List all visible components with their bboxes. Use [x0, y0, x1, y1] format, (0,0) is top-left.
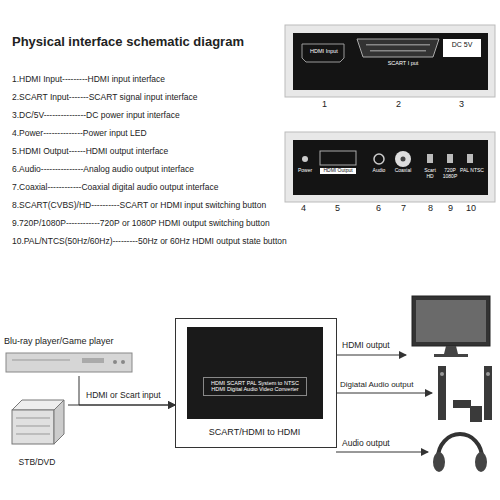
legend-line: 6.Audio---------------Analog audio outpu… [12, 165, 194, 175]
illustration-part [416, 300, 486, 342]
illustration-part [470, 406, 482, 422]
illustration-part [6, 353, 132, 372]
illustration-part [438, 366, 446, 420]
node-text: Power [293, 168, 317, 174]
callout-number: 3 [459, 99, 464, 109]
illustration-part [16, 418, 50, 419]
legend-line: 7.Coaxial------------Coaxial digital aud… [12, 183, 218, 193]
output-arrow [336, 452, 428, 453]
output-arrow [336, 393, 432, 394]
connector-arrow [79, 376, 175, 405]
output-panel [293, 140, 488, 195]
illustration-part [82, 358, 104, 363]
node-text: HDMI Output [320, 168, 356, 174]
legend-line: 4.Power--------------Power input LED [12, 129, 147, 139]
scart-port [357, 39, 439, 57]
edge-label: HDMI or Scart input [86, 391, 161, 401]
callout-number: 7 [401, 203, 406, 213]
legend-line: 2.SCART Input-------SCART signal input i… [12, 93, 198, 103]
callout-number: 9 [448, 203, 453, 213]
output-panel-node: PowerHDMI Output AudioCoaxial Scart HD720P… [293, 140, 488, 195]
node-text: HDMI SCART PAL System to NTSC HDMI Digit… [203, 377, 307, 396]
audio-jack [374, 154, 384, 164]
scart-pins [366, 44, 430, 52]
illustration-part [438, 434, 482, 458]
callout-number: 2 [396, 99, 401, 109]
node-text: SCART/HDMI to HDMI [176, 427, 333, 437]
illustration-part [486, 372, 490, 376]
illustration-part [16, 426, 50, 427]
illustration-part [12, 410, 54, 444]
input-panel [293, 33, 488, 90]
bluray-player [6, 353, 132, 372]
output-label: Audio output [342, 439, 390, 449]
headphones [433, 434, 487, 472]
source-device: Blu-ray player/Game player [4, 336, 154, 376]
illustration-part [54, 400, 64, 444]
power-led [302, 156, 308, 162]
node-text: PAL NTSC [460, 168, 484, 174]
switch-button [447, 154, 453, 163]
coaxial-pin [401, 157, 406, 162]
switch-button [427, 154, 433, 163]
monitor [412, 296, 490, 357]
illustration-part [484, 366, 492, 420]
illustration-part [16, 434, 50, 435]
stb-dvd-device [12, 400, 64, 444]
node-text: DC 5V [443, 41, 481, 49]
node-text: Coaxial [391, 168, 415, 174]
illustration-part [475, 452, 487, 472]
illustration-part [370, 50, 426, 52]
node-text: Audio [369, 168, 389, 174]
callout-number: 6 [376, 203, 381, 213]
node-text: HDMI Input [302, 48, 346, 54]
illustration-part [453, 400, 471, 408]
source-device: STB/DVD [6, 396, 68, 472]
speaker-set [438, 366, 492, 422]
panel-frame [285, 132, 495, 202]
input-panel-node: HDMI InputSCART I put DC 5V [293, 33, 488, 90]
diagram-title: Physical interface schematic diagram [12, 35, 244, 50]
output-label: Digiatal Audio output [340, 380, 413, 389]
illustration-part [434, 354, 468, 357]
hdmi-out-port [320, 151, 356, 165]
switch-button [467, 154, 473, 163]
legend-line: 8.SCART(CVBS)/HD----------SCART or HDMI … [12, 201, 266, 211]
legend-line: 3.DC/5V---------------DC power input int… [12, 111, 180, 121]
legend-line: 10.PAL/NTCS(50Hz/60Hz)---------50Hz or 6… [12, 237, 287, 247]
node-text: Blu-ray player/Game player [4, 336, 114, 346]
connector-arrow [68, 405, 175, 406]
illustration-part [366, 44, 430, 46]
panel-frame [285, 25, 495, 97]
legend-line: 5.HDMI Output------HDMI output interface [12, 147, 168, 157]
illustration-part [412, 296, 490, 346]
node-text: STB/DVD [6, 458, 68, 468]
callout-number: 1 [322, 99, 327, 109]
callout-number: 8 [428, 203, 433, 213]
node-text: 720P 1080P [440, 168, 460, 180]
illustration-part [433, 452, 445, 472]
illustration-part [12, 360, 70, 361]
output-arrow [336, 355, 406, 356]
illustration-part [440, 372, 444, 376]
node-text: SCART I put [363, 60, 443, 66]
converter-device: HDMI SCART PAL System to NTSC HDMI Digit… [187, 327, 323, 419]
legend-line: 9.720P/1080P------------720P or 1080P HD… [12, 219, 270, 229]
converter-box: HDMI SCART PAL System to NTSC HDMI Digit… [175, 318, 337, 448]
illustration-part [444, 346, 458, 354]
callout-number: 4 [301, 203, 306, 213]
callout-number: 10 [466, 203, 476, 213]
illustration-part [121, 360, 125, 364]
coaxial-jack [395, 151, 411, 167]
dc-socket [443, 39, 481, 57]
legend-line: 1.HDMI Input---------HDMI input interfac… [12, 75, 165, 85]
output-label: HDMI output [342, 341, 390, 351]
illustration-part [113, 360, 117, 364]
callout-number: 5 [335, 203, 340, 213]
node-text: Scart HD [420, 168, 440, 180]
